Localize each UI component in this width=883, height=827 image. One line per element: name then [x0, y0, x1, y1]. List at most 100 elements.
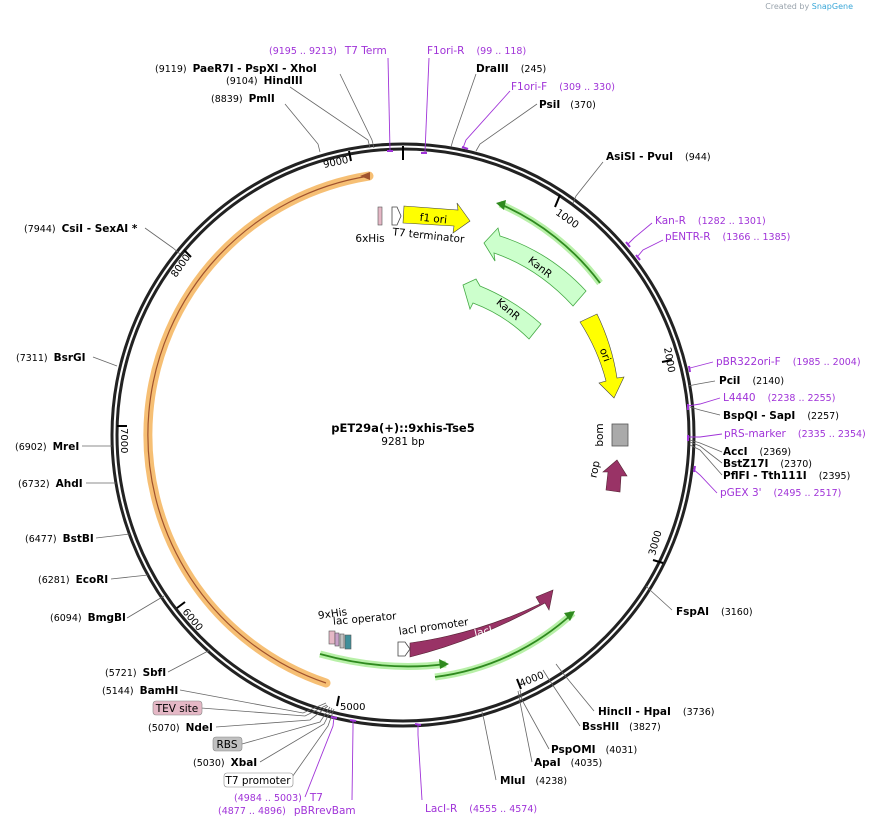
bom-box [611, 423, 629, 447]
primer-line-f1ori-r [424, 57, 430, 153]
leader-rbs [241, 706, 331, 745]
primer-line-pbrrevbam [351, 720, 354, 801]
site-sexai: (7944)CsiI - SexAI * [24, 223, 138, 235]
tick-4000 [516, 678, 522, 690]
primer-labels: (9195 .. 9213)T7 Term F1ori-R(99 .. 118)… [218, 45, 866, 817]
primer-tick-t7 [330, 716, 338, 719]
plasmid-length: 9281 bp [381, 436, 425, 448]
primer-tick-f1ori-f [461, 146, 469, 150]
leader-tev [200, 704, 328, 717]
green-arc-top [499, 203, 601, 284]
tick-label-5000: 5000 [340, 702, 365, 713]
laci-label: lacI [473, 624, 493, 640]
primer-tick-pbrrevbam [349, 719, 357, 722]
leader-bamhi [179, 689, 327, 714]
primer-tick-kanr [625, 241, 631, 248]
his9-box [334, 632, 340, 647]
primer-line-kanr [627, 222, 653, 245]
site-sbfi: (5721)SbfI [105, 667, 166, 679]
leader-psii [475, 103, 538, 152]
primer-pentr-r: pENTR-R(1366 .. 1385) [665, 231, 790, 243]
laci-arrow [409, 589, 554, 658]
backbone-outer [110, 142, 696, 728]
tick-label-9000: 9000 [322, 155, 349, 171]
rbs-badge [212, 736, 243, 752]
bom-label: bom [594, 423, 606, 446]
insert-arc-core [147, 175, 370, 684]
tick-9000 [348, 150, 352, 162]
primer-tick-pentr [635, 254, 641, 261]
primer-line-t7term [387, 57, 391, 151]
site-bamhi: (5144)BamHI [102, 685, 178, 697]
site-ndei: (5070)NdeI [148, 722, 213, 734]
leader-bmgbi [126, 595, 165, 619]
primer-line-pentr [637, 239, 664, 257]
primer-tick-pbr322 [688, 365, 691, 373]
his6-box [377, 206, 383, 226]
leader-pvui [572, 161, 604, 204]
leader-mlui [481, 711, 497, 781]
primer-line-prs [688, 433, 723, 438]
leader-ecori [110, 574, 149, 580]
primer-tick-laci-r [414, 723, 422, 726]
site-bsrgi: (7311)BsrGI [16, 352, 86, 364]
primer-f1ori-r: F1ori-R(99 .. 118) [427, 45, 526, 57]
leader-csii [144, 227, 181, 255]
primer-laci-r: LacI-R(4555 .. 4574) [425, 803, 537, 815]
leader-ndei [215, 705, 329, 728]
site-bmgbi: (6094)BmgBI [50, 612, 126, 624]
site-pspomi: PspOMI(4031) [551, 744, 637, 756]
ori-arrow [579, 313, 625, 399]
leader-bsrgi [92, 356, 118, 367]
primer-pgex3: pGEX 3'(2495 .. 2517) [720, 487, 841, 499]
site-xhoi: (9119)PaeR7I - PspXI - XhoI [155, 63, 317, 75]
green-arc-bottom-head [564, 611, 575, 621]
his6-label: 6xHis [355, 233, 384, 245]
ori-label: ori [597, 346, 613, 363]
laci-promoter-arrow [397, 641, 411, 657]
f1-ori-label: f1 ori [419, 212, 447, 227]
tick-label-3000: 3000 [647, 529, 664, 556]
primer-line-laci-r [417, 725, 423, 801]
f1-ori-arrow [402, 202, 471, 234]
leader-hpai [555, 663, 595, 712]
site-ecori: (6281)EcoRI [38, 574, 108, 586]
kanr-arrow-2 [462, 278, 542, 340]
tick-label-7000: 7000 [118, 428, 129, 453]
primer-t7: (4984 .. 5003)T7 [234, 792, 323, 804]
site-hindiii: (9104)HindIII [226, 75, 303, 87]
site-apai: ApaI(4035) [534, 757, 602, 769]
site-hpai: HincII - HpaI(3736) [598, 706, 714, 718]
tev-site-box [328, 630, 336, 645]
leader-draiii [450, 73, 477, 148]
leader-lines-left [82, 73, 375, 781]
his9-label: 9xHis [317, 606, 348, 622]
credit-brand: SnapGene [811, 2, 853, 11]
site-sapi: BspQI - SapI(2257) [723, 410, 839, 422]
tick-8000 [183, 249, 192, 258]
tick-label-1000: 1000 [553, 207, 580, 231]
primer-lines [304, 57, 723, 801]
rop-arrow [602, 459, 628, 493]
rbs-label: RBS [217, 739, 238, 751]
leader-xbai [259, 707, 333, 763]
primer-line-pgex [692, 468, 718, 494]
sites-right: DraIII(245) PsiI(370) AsiSI - PvuI(944) … [476, 63, 850, 787]
lac-operator-label: lac operator [333, 610, 398, 628]
tick-1000 [554, 194, 561, 208]
site-pmli: (8839)PmlI [211, 93, 275, 105]
sites-left: (9119)PaeR7I - PspXI - XhoI (9104)HindII… [15, 63, 317, 769]
leader-pspomi [519, 689, 550, 750]
site-bsshii: BssHII(3827) [582, 721, 661, 733]
tick-label-2000: 2000 [661, 347, 676, 374]
site-psii: PsiI(370) [539, 99, 596, 111]
t7-promoter-label: T7 promoter [224, 775, 291, 787]
site-xbai: (5030)XbaI [193, 757, 257, 769]
green-arc-top-head [496, 200, 506, 210]
leader-pcii [687, 380, 716, 387]
leader-fspai [645, 585, 673, 611]
site-ahdi: (6732)AhdI [18, 478, 83, 490]
rop-label: rop [587, 459, 602, 479]
site-mlui: MluI(4238) [500, 775, 567, 787]
